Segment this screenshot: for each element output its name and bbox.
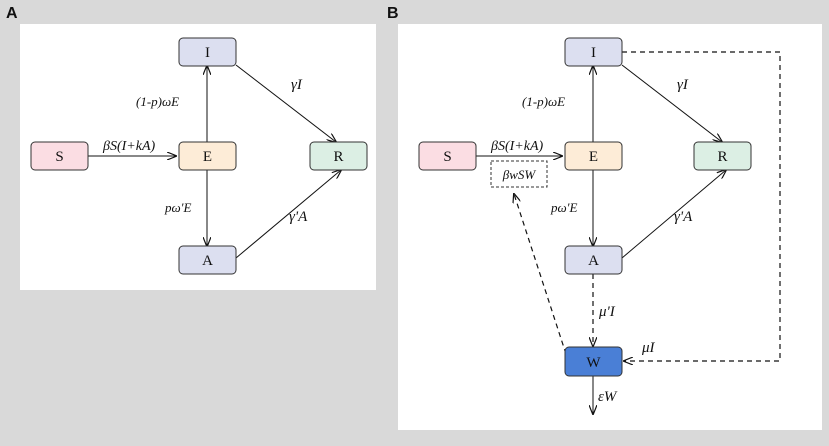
node-i-b: I [564, 37, 623, 67]
rate-to-infectious-b: (1-p)ωE [522, 94, 565, 109]
node-s-b-label: S [443, 149, 451, 165]
node-a-label: A [202, 253, 213, 269]
node-i-label: I [205, 45, 210, 61]
node-e: E [178, 141, 237, 171]
node-s-label: S [55, 149, 63, 165]
edge-i-to-r-b [621, 64, 722, 142]
node-e-label: E [203, 149, 212, 165]
panel-a-diagram: I S E R A βS(I+kA) (1-p)ωE pω'E γI γ'A [30, 37, 368, 275]
node-e-b-label: E [589, 149, 598, 165]
edge-a-to-r [235, 170, 341, 259]
node-r: R [309, 141, 368, 171]
rate-infection-a: βS(I+kA) [102, 139, 156, 154]
rate-recovery-infectious-a: γI [291, 77, 303, 93]
rate-recovery-asymptomatic-a: γ'A [289, 209, 308, 225]
edge-i-to-r [235, 64, 336, 142]
rate-shedding-infectious: μI [641, 340, 656, 356]
rate-to-infectious-a: (1-p)ωE [136, 94, 179, 109]
node-r-label: R [333, 149, 343, 165]
rate-recovery-asymptomatic-b: γ'A [674, 209, 693, 225]
edge-i-to-w-dashed [622, 51, 781, 361]
node-w: W [564, 346, 623, 377]
node-w-label: W [586, 355, 601, 371]
edge-w-to-transmission-dashed [514, 194, 567, 355]
node-s-b: S [418, 141, 477, 171]
panel-a-label: A [6, 5, 18, 22]
rate-environmental-transmission: βwSW [502, 167, 537, 182]
node-i-b-label: I [591, 45, 596, 61]
edge-a-to-r-b [621, 170, 726, 259]
panel-b-label: B [387, 5, 399, 22]
panel-b-diagram: βwSW I S E R A W βS(I+kA) (1-p)ωE pω'E [418, 37, 781, 414]
node-a-b: A [564, 245, 623, 275]
node-a-b-label: A [588, 253, 599, 269]
node-r-b-label: R [717, 149, 727, 165]
rate-infection-b: βS(I+kA) [490, 139, 544, 154]
node-e-b: E [564, 141, 623, 171]
node-s: S [30, 141, 89, 171]
node-i: I [178, 37, 237, 67]
rate-to-asymptomatic-a: pω'E [164, 200, 191, 215]
environmental-transmission-box [490, 160, 548, 188]
rate-to-asymptomatic-b: pω'E [550, 200, 577, 215]
node-a: A [178, 245, 237, 275]
rate-shedding-asymptomatic: μ'I [598, 304, 616, 320]
rate-recovery-infectious-b: γI [677, 77, 689, 93]
node-r-b: R [693, 141, 752, 171]
rate-decay: εW [598, 389, 618, 405]
